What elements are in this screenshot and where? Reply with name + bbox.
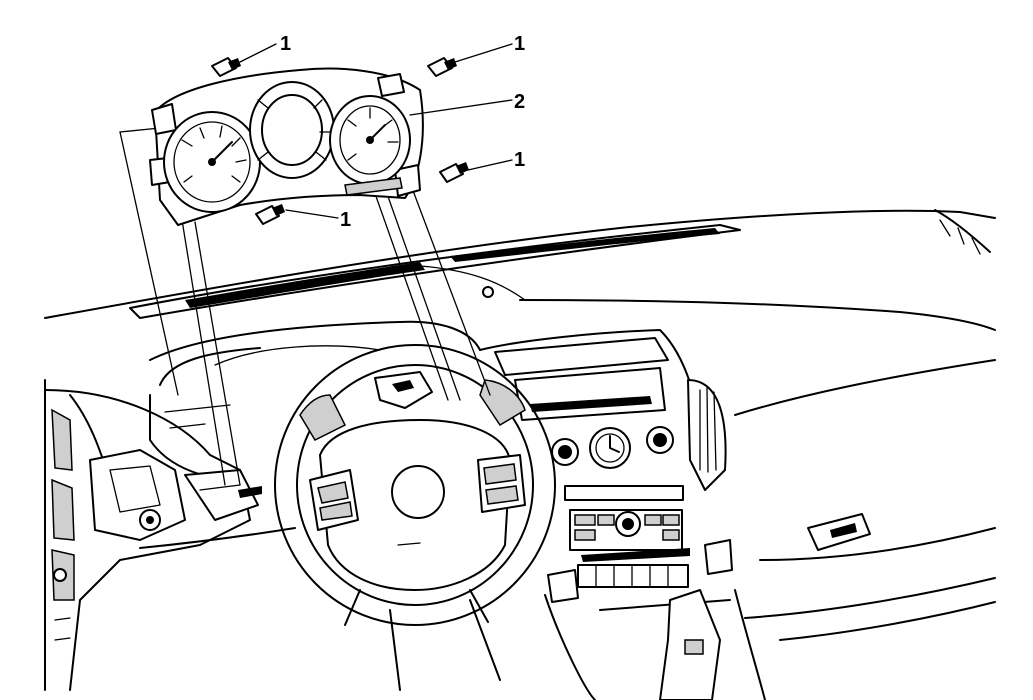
cluster-opening [149,320,481,481]
callout-labels: 1 1 2 1 1 [280,33,525,231]
leader-lines [239,43,513,219]
steering-wheel [274,344,556,691]
callout-1-bottom: 1 [340,209,351,231]
fastener-top-left [211,57,241,77]
fastener-top-right [427,57,457,77]
climate-buttons [564,485,690,588]
callout-2-cluster: 2 [514,91,525,113]
instrument-cluster [149,67,424,226]
guide-lines [119,127,491,486]
callout-1-right: 1 [514,149,525,171]
callout-1-top-right: 1 [514,33,525,55]
fastener-right [439,162,469,183]
callout-1-top-left: 1 [280,33,291,55]
center-stack [479,329,766,700]
fastener-bottom [255,204,285,225]
instrument-panel [44,209,996,641]
